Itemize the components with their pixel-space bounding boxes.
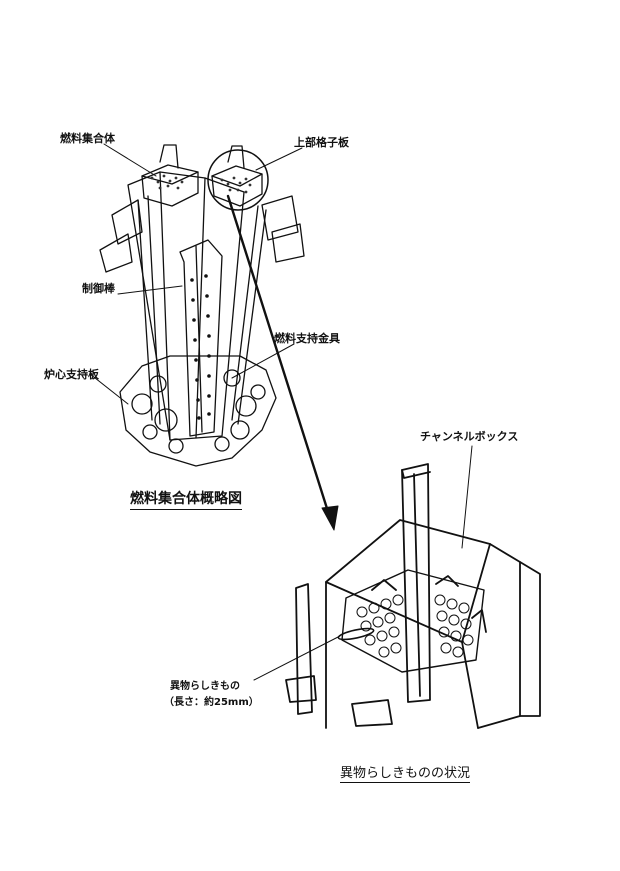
caption-overview: 燃料集合体概略図: [130, 488, 242, 510]
foreign-object: [337, 627, 375, 641]
core-support-plate: [119, 355, 277, 467]
channel-box-walls: [325, 519, 491, 643]
magnification-arrowhead: [321, 505, 339, 531]
label-foreign-object: 異物らしきもの: [170, 681, 240, 692]
label-core-support-plate: 炉心支持板: [44, 368, 99, 381]
fuel-rod-tops: [150, 174, 252, 194]
left-wing-plate: [111, 199, 143, 245]
magnification-circle: [207, 149, 269, 211]
leader-lines-overview: [89, 143, 303, 405]
grid-plate-pattern: [356, 594, 474, 658]
label-fuel-assembly: 燃料集合体: [60, 132, 115, 145]
label-fuel-support: 燃料支持金具: [274, 332, 340, 345]
leader-lines-detail: [253, 445, 473, 681]
control-rod-blade: [179, 239, 223, 437]
control-rod-holes: [190, 274, 211, 420]
label-channel-box: チャンネルボックス: [420, 430, 519, 443]
label-foreign-object-length: （長さ：約25mm）: [164, 697, 259, 708]
magnification-arrow: [226, 194, 332, 520]
label-upper-grid-plate: 上部格子板: [294, 136, 349, 149]
right-wing-plate: [261, 195, 299, 241]
channel-box-detail: [285, 463, 541, 729]
label-control-rod: 制御棒: [82, 282, 115, 295]
assembly-handle: [401, 463, 431, 703]
caption-detail: 異物らしきものの状況: [340, 762, 471, 783]
